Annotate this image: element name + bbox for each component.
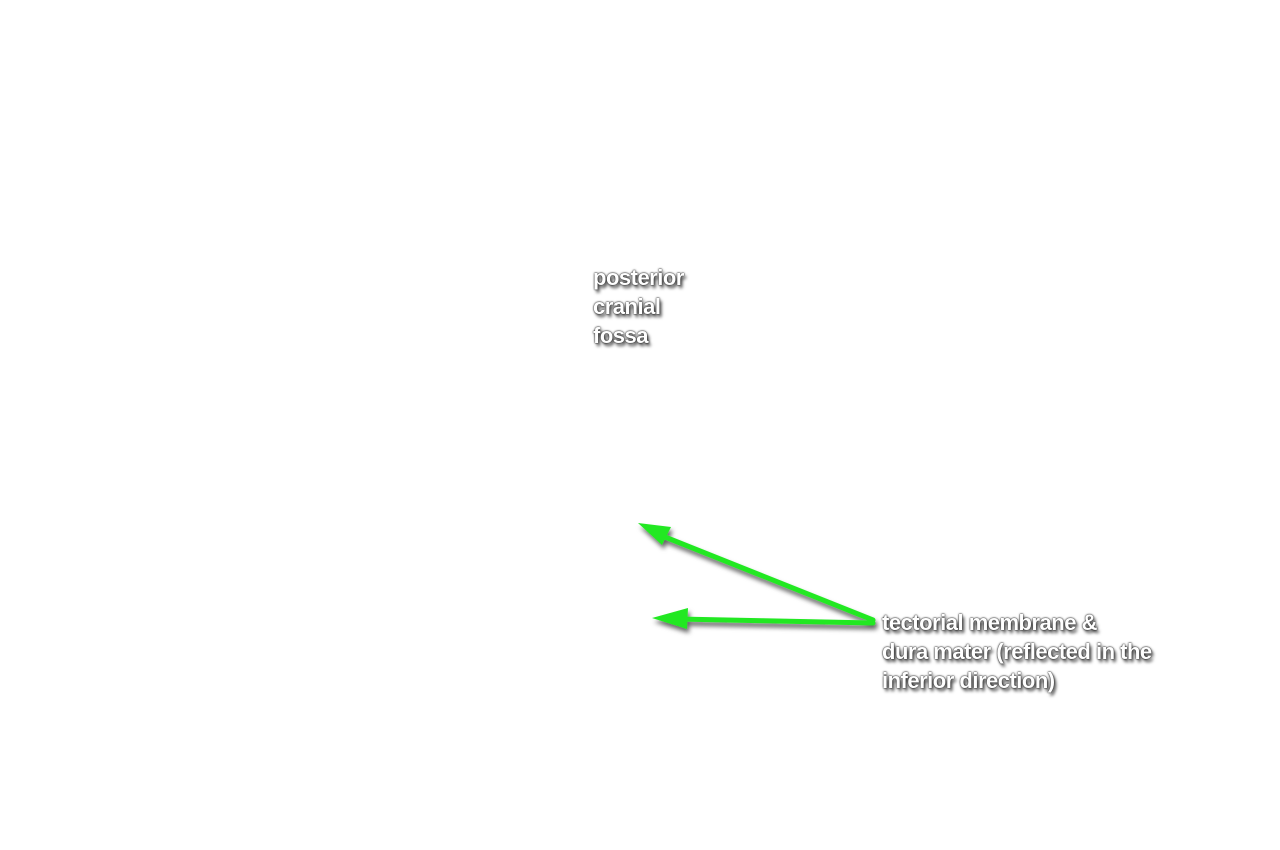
label-line: cranial	[593, 294, 661, 319]
label-line: posterior	[593, 265, 684, 290]
label-line: tectorial membrane &	[882, 610, 1097, 635]
label-line: dura mater (reflected in the	[882, 639, 1152, 664]
arrow-upper	[638, 523, 876, 623]
label-tectorial-membrane: tectorial membrane & dura mater (reflect…	[882, 608, 1152, 695]
label-line: inferior direction)	[882, 668, 1055, 693]
label-line: fossa	[593, 323, 648, 348]
label-posterior-cranial-fossa: posterior cranial fossa	[593, 263, 684, 350]
arrow-lower	[652, 608, 876, 629]
